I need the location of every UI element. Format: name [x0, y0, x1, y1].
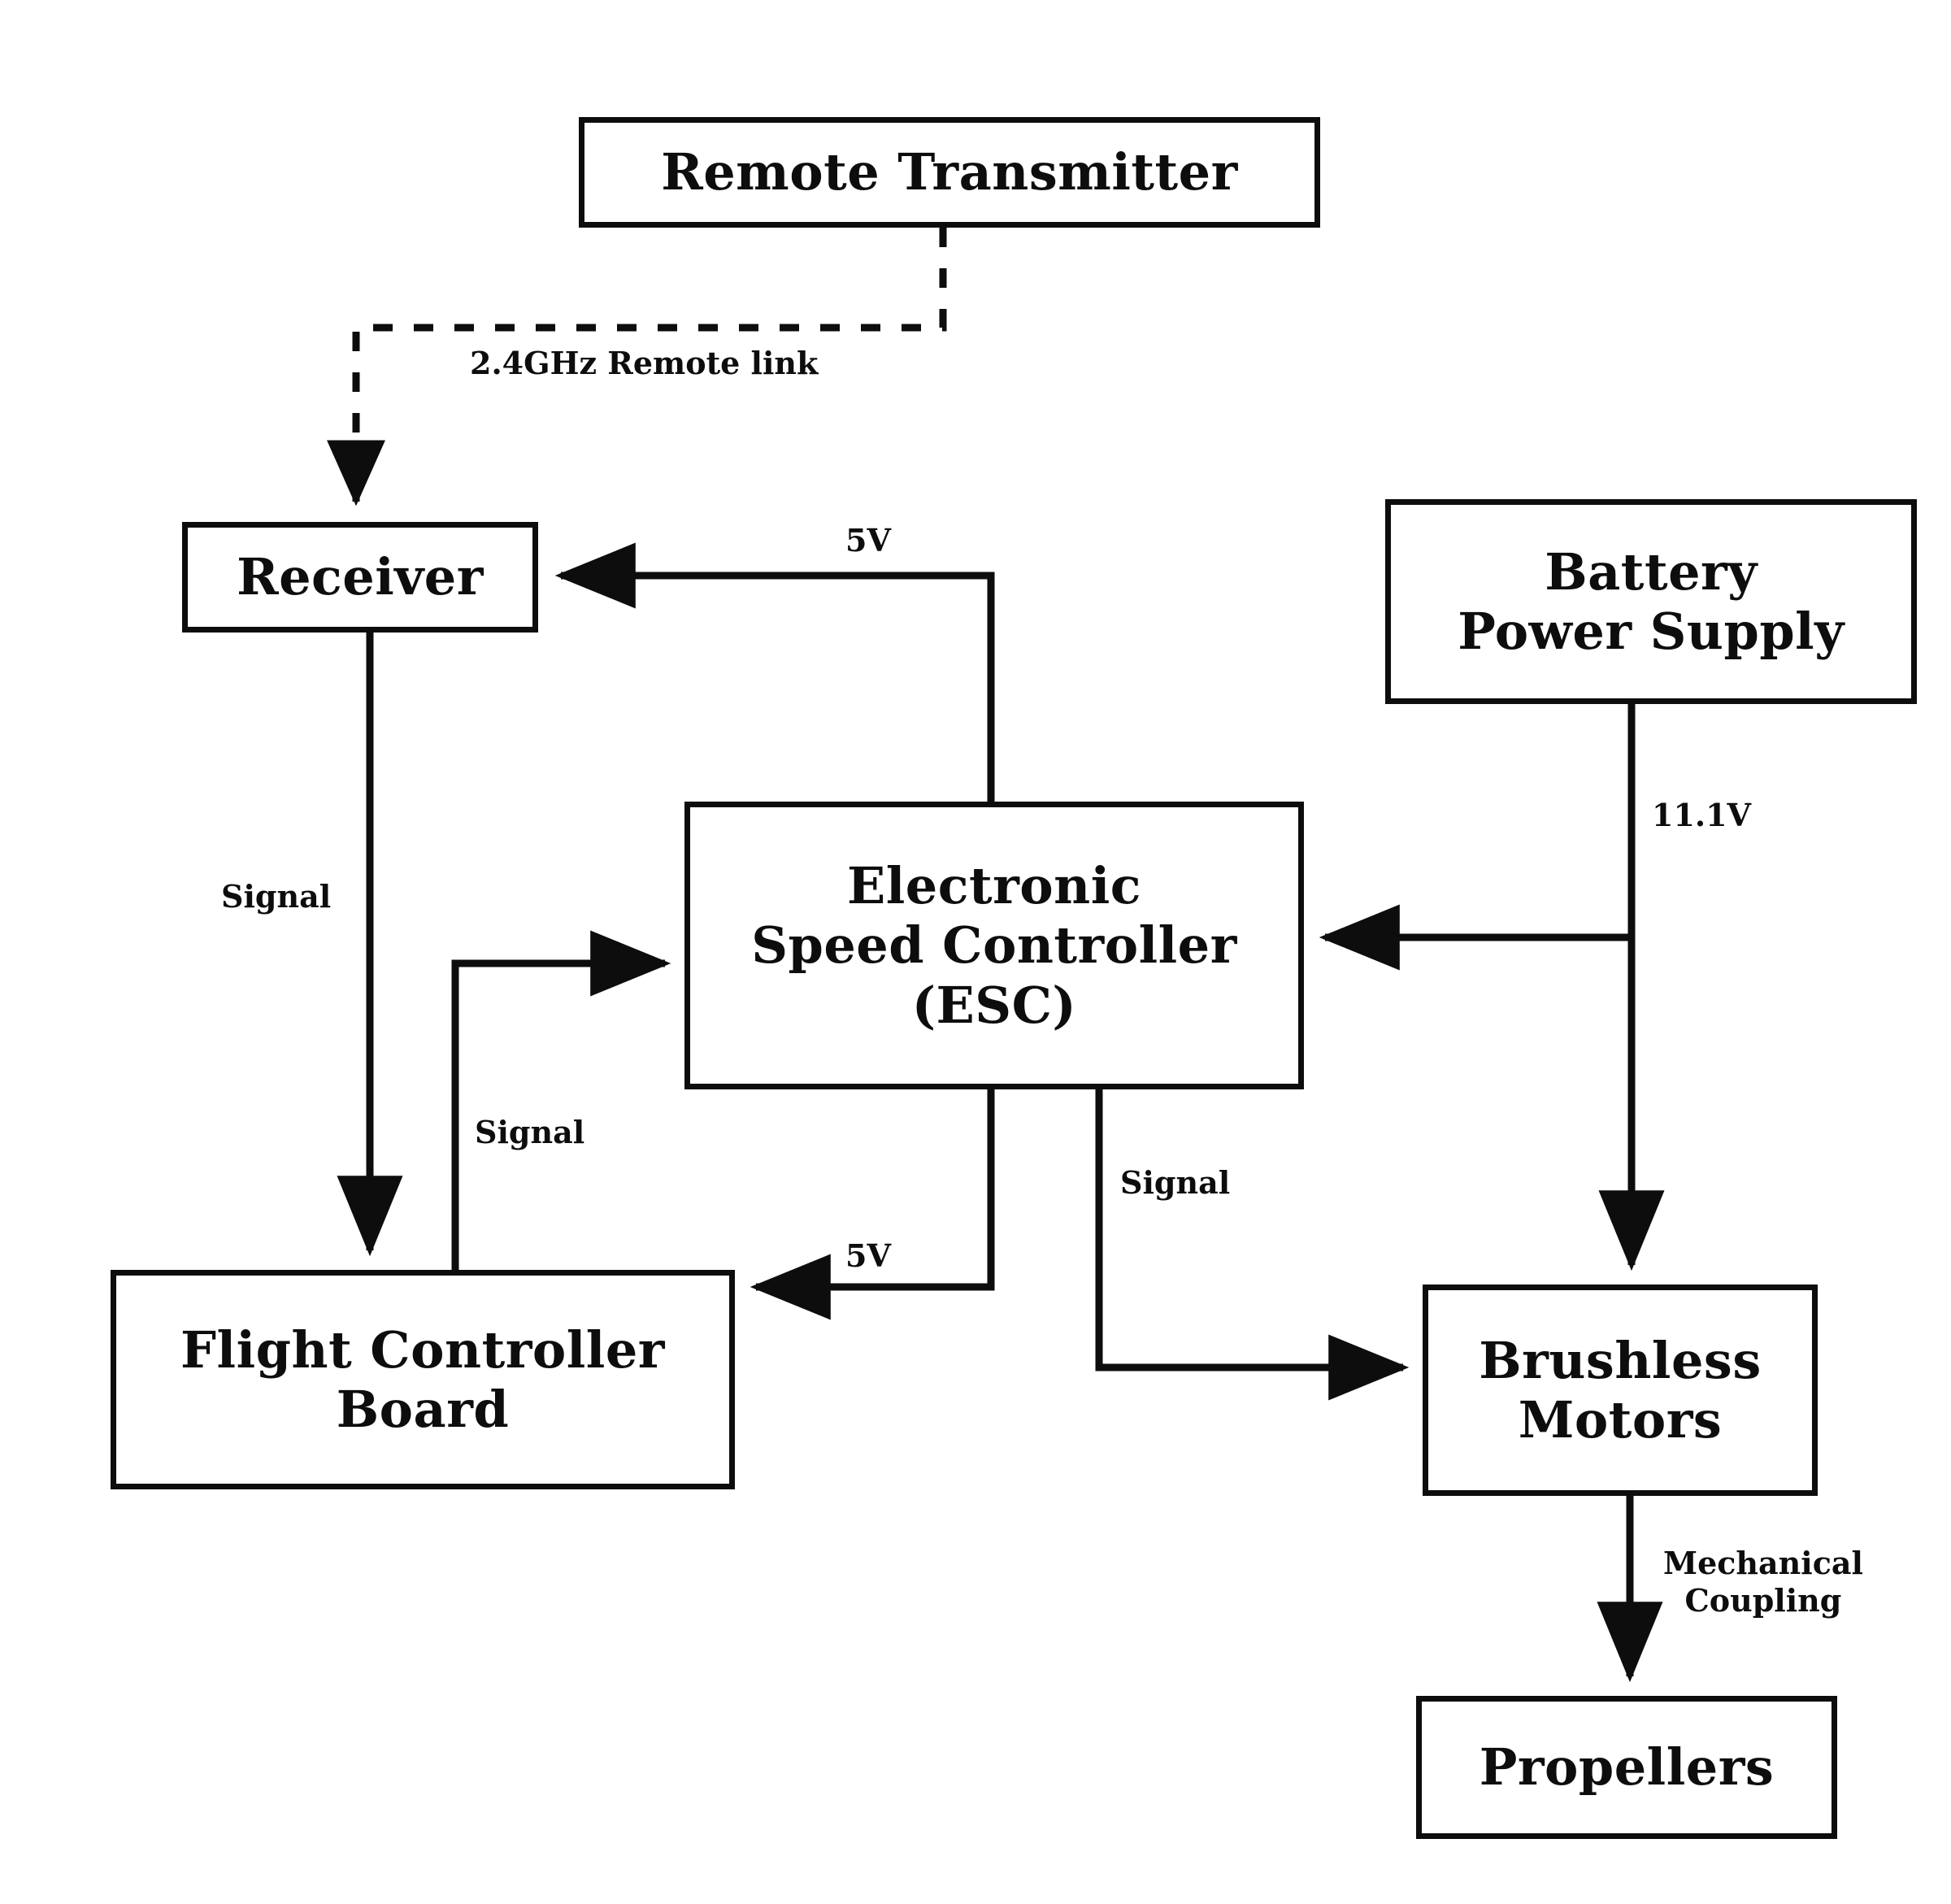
block-electronic-speed-controller-label: Electronic Speed Controller (ESC)	[751, 856, 1237, 1035]
block-propellers-label: Propellers	[1479, 1737, 1775, 1797]
edge-esc-to-flight-controller-5v	[750, 1089, 995, 1320]
block-battery-power-supply[interactable]: Battery Power Supply	[1385, 499, 1917, 704]
block-propellers[interactable]: Propellers	[1416, 1696, 1837, 1839]
block-receiver[interactable]: Receiver	[182, 522, 538, 632]
edge-label-battery-voltage: 11.1V	[1652, 797, 1752, 833]
edge-esc-to-receiver-5v	[554, 542, 995, 802]
block-remote-transmitter-label: Remote Transmitter	[661, 142, 1238, 202]
block-battery-power-supply-label: Battery Power Supply	[1458, 541, 1845, 661]
edge-label-mechanical-coupling: Mechanical Coupling	[1663, 1545, 1863, 1619]
block-remote-transmitter[interactable]: Remote Transmitter	[579, 117, 1320, 228]
block-brushless-motors-label: Brushless Motors	[1479, 1330, 1762, 1450]
edge-transmitter-to-receiver	[327, 228, 947, 506]
block-brushless-motors[interactable]: Brushless Motors	[1423, 1285, 1818, 1496]
edge-label-remote-link: 2.4GHz Remote link	[470, 345, 819, 381]
edge-flight-controller-to-esc-signal	[451, 930, 671, 1270]
edge-esc-to-motors-signal	[1095, 1089, 1410, 1401]
edge-label-receiver-signal: Signal	[221, 878, 332, 915]
block-flight-controller-board[interactable]: Flight Controller Board	[111, 1270, 735, 1489]
edge-label-flight-controller-signal: Signal	[475, 1114, 585, 1150]
block-electronic-speed-controller[interactable]: Electronic Speed Controller (ESC)	[684, 802, 1304, 1089]
edge-label-esc-signal: Signal	[1120, 1164, 1231, 1201]
block-flight-controller-board-label: Flight Controller Board	[180, 1319, 665, 1439]
edge-label-esc-5v: 5V	[845, 1237, 891, 1274]
block-receiver-label: Receiver	[237, 547, 484, 607]
edge-label-receiver-5v: 5V	[845, 522, 891, 559]
